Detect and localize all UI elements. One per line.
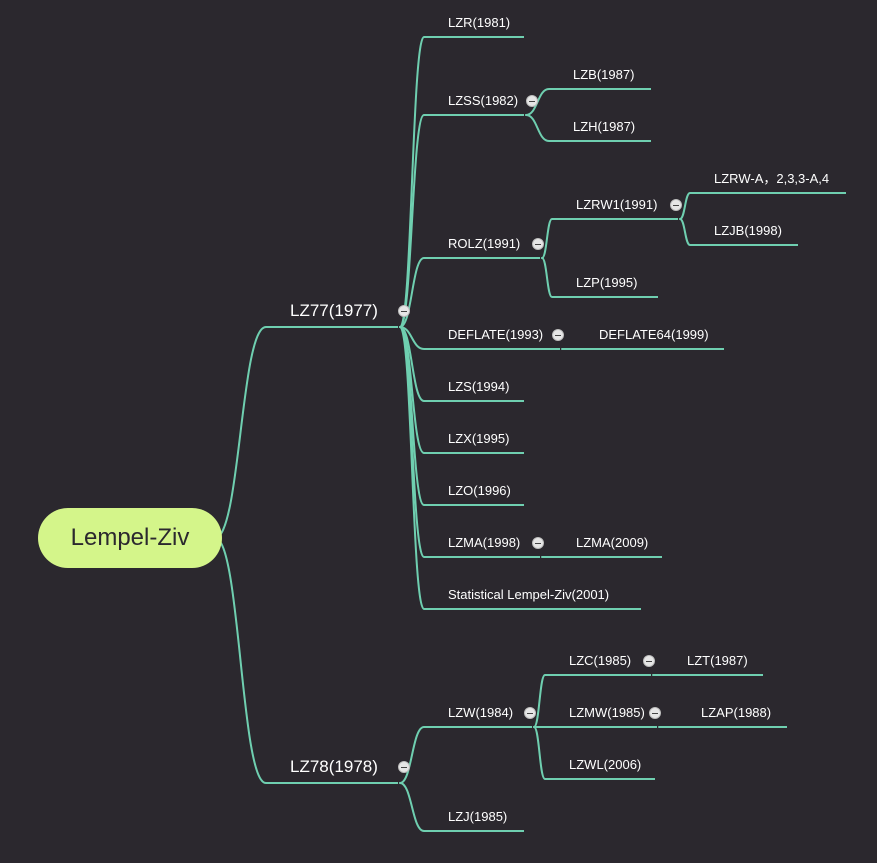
- node-lz77[interactable]: LZ77(1977): [290, 301, 378, 320]
- collapse-icon-lzrw1[interactable]: [670, 199, 682, 211]
- collapse-icon-lzc[interactable]: [643, 655, 655, 667]
- node-lzmw[interactable]: LZMW(1985): [569, 705, 645, 720]
- collapse-icon-lzma[interactable]: [532, 537, 544, 549]
- edge-lzrwa: [679, 192, 691, 220]
- collapse-icon-rolz[interactable]: [532, 238, 544, 250]
- edge-lz78: [214, 537, 267, 784]
- collapse-icon-lzw[interactable]: [524, 707, 536, 719]
- node-lzc[interactable]: LZC(1985): [569, 653, 632, 668]
- node-lzrwa[interactable]: LZRW-A，2,3,3-A,4: [714, 171, 830, 186]
- edge-slz: [399, 326, 425, 610]
- node-slz[interactable]: Statistical Lempel-Ziv(2001): [448, 587, 610, 602]
- node-lzh[interactable]: LZH(1987): [573, 119, 636, 134]
- node-lz78[interactable]: LZ78(1978): [290, 757, 378, 776]
- collapse-icon-lz77[interactable]: [398, 305, 410, 317]
- root-node[interactable]: Lempel-Ziv: [38, 508, 222, 568]
- edge-lz77: [214, 326, 267, 539]
- collapse-icon-lzss[interactable]: [526, 95, 538, 107]
- node-lzt[interactable]: LZT(1987): [687, 653, 748, 668]
- collapse-icon-lzmw[interactable]: [649, 707, 661, 719]
- collapse-icon-lz78[interactable]: [398, 761, 410, 773]
- node-lzw[interactable]: LZW(1984): [448, 705, 514, 720]
- edge-rolz: [399, 257, 425, 328]
- node-lzr[interactable]: LZR(1981): [448, 15, 511, 30]
- edge-lzr: [399, 36, 425, 328]
- edge-lzss: [399, 114, 425, 328]
- edge-lzc: [533, 674, 546, 728]
- node-lzjb[interactable]: LZJB(1998): [714, 223, 782, 238]
- node-lzb[interactable]: LZB(1987): [573, 67, 635, 82]
- node-lzma[interactable]: LZMA(1998): [448, 535, 521, 550]
- node-lzap[interactable]: LZAP(1988): [701, 705, 772, 720]
- edge-lzj: [399, 782, 425, 832]
- edge-lzjb: [679, 218, 691, 246]
- node-lzo[interactable]: LZO(1996): [448, 483, 511, 498]
- node-lzwl[interactable]: LZWL(2006): [569, 757, 642, 772]
- node-lzma2[interactable]: LZMA(2009): [576, 535, 649, 550]
- node-lzrw1[interactable]: LZRW1(1991): [576, 197, 658, 212]
- edge-lzrw1: [541, 218, 553, 259]
- edge-lzwl: [533, 726, 546, 780]
- edge-lzh: [525, 114, 550, 142]
- edge-lzw: [399, 726, 425, 784]
- node-lzx[interactable]: LZX(1995): [448, 431, 510, 446]
- node-lzj[interactable]: LZJ(1985): [448, 809, 508, 824]
- node-lzp[interactable]: LZP(1995): [576, 275, 638, 290]
- node-lzs[interactable]: LZS(1994): [448, 379, 510, 394]
- node-deflate64[interactable]: DEFLATE64(1999): [599, 327, 709, 342]
- edge-lzp: [541, 257, 553, 298]
- collapse-icon-deflate[interactable]: [552, 329, 564, 341]
- node-deflate[interactable]: DEFLATE(1993): [448, 327, 544, 342]
- node-lzss[interactable]: LZSS(1982): [448, 93, 519, 108]
- node-rolz[interactable]: ROLZ(1991): [448, 236, 521, 251]
